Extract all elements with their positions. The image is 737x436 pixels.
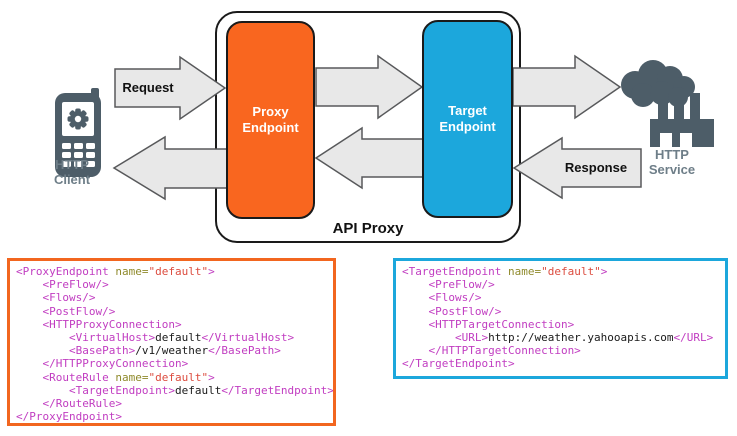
code-line: <PostFlow/>: [402, 304, 502, 318]
proxy-to-client-arrow: [112, 135, 229, 201]
code-line: </TargetEndpoint>: [402, 357, 515, 371]
request-arrow: [114, 55, 227, 121]
proxy-endpoint-label-line2: Endpoint: [242, 120, 299, 135]
request-label: Request: [122, 80, 174, 95]
http-client-label-line2: Client: [53, 172, 91, 187]
code-line: <HTTPTargetConnection>: [402, 317, 575, 331]
code-line: <Flows/>: [16, 291, 96, 305]
proxy-endpoint-code-block: <ProxyEndpoint name="default"> <PreFlow/…: [7, 258, 336, 426]
http-client-label-line1: HTTP: [55, 157, 89, 172]
target-endpoint-code-block: <TargetEndpoint name="default"> <PreFlow…: [393, 258, 728, 379]
proxy-endpoint-box: Proxy Endpoint: [226, 21, 315, 219]
response-label: Response: [564, 160, 628, 175]
code-line: </HTTPTargetConnection>: [402, 344, 581, 358]
code-line: <TargetEndpoint name="default">: [402, 265, 608, 278]
code-line: <VirtualHost>default</VirtualHost>: [16, 331, 295, 345]
gear-icon: [67, 108, 89, 130]
http-service-node: [610, 57, 730, 154]
code-line: </HTTPProxyConnection>: [16, 357, 189, 371]
proxy-to-target-arrow: [315, 54, 424, 120]
target-to-service-arrow: [512, 54, 622, 120]
code-line: <BasePath>/v1/weather</BasePath>: [16, 344, 281, 358]
code-line: <URL>http://weather.yahooapis.com</URL>: [402, 331, 714, 345]
http-service-label-line1: HTTP: [655, 147, 689, 162]
target-to-proxy-arrow: [314, 126, 425, 190]
code-line: <Flows/>: [402, 291, 482, 305]
http-service-label-line2: Service: [648, 162, 696, 177]
http-client-node: [50, 88, 110, 185]
target-endpoint-label-line2: Endpoint: [439, 119, 496, 134]
http-service-label: HTTP Service: [627, 147, 717, 177]
mobile-phone-icon: [55, 88, 101, 177]
code-line: <TargetEndpoint>default</TargetEndpoint>: [16, 383, 334, 397]
code-line: <RouteRule name="default">: [16, 370, 215, 384]
http-client-label: HTTP Client: [27, 157, 117, 187]
code-line: </RouteRule>: [16, 397, 122, 411]
flow-arrows: [112, 54, 642, 201]
code-line: <PostFlow/>: [16, 304, 116, 318]
code-line: </ProxyEndpoint>: [16, 410, 122, 424]
proxy-endpoint-label-line1: Proxy: [252, 104, 289, 119]
code-line: <HTTPProxyConnection>: [16, 317, 182, 331]
target-endpoint-label-line1: Target: [448, 103, 487, 118]
code-line: <PreFlow/>: [16, 278, 109, 292]
response-arrow: [512, 136, 642, 200]
code-line: <PreFlow/>: [402, 278, 495, 292]
target-endpoint-box: Target Endpoint: [422, 20, 513, 218]
factory-cloud-icon: [621, 60, 714, 147]
code-line: <ProxyEndpoint name="default">: [16, 265, 215, 278]
factory-icon: [650, 93, 714, 147]
api-proxy-label: API Proxy: [332, 220, 404, 237]
phone-keypad: [62, 143, 95, 167]
